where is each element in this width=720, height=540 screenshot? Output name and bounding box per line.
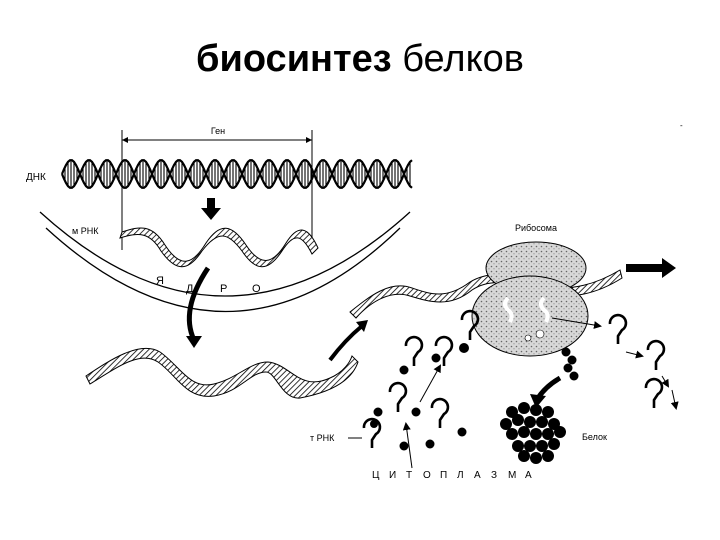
nucleus-membrane-inner [45, 227, 401, 313]
nucleus-label: Я Д Р О [156, 275, 261, 295]
protein-bead [542, 450, 554, 462]
protein-bead [530, 428, 542, 440]
peptide-chain [561, 347, 579, 381]
ribosome [471, 241, 589, 357]
protein-bead [548, 438, 560, 450]
protein-bead [524, 416, 536, 428]
amino-acids [370, 343, 469, 451]
gene-label: Ген [211, 126, 225, 136]
protein-bead [554, 426, 566, 438]
title-bold: биосинтез [196, 38, 392, 80]
corner-mark: - [680, 121, 683, 130]
protein-bead [536, 416, 548, 428]
protein-bead [512, 414, 524, 426]
trna-molecule [608, 313, 628, 344]
ribosome-direction-arrow [626, 258, 676, 278]
cytoplasm-letter: И [389, 470, 396, 481]
export-arrow [186, 266, 211, 342]
cytoplasm-letter: Л [457, 470, 464, 481]
trna-molecule [644, 377, 664, 408]
trna-molecule [362, 417, 382, 448]
nucleus-letter-1: Я [156, 275, 164, 287]
ribosome-label: Рибосома [515, 223, 557, 233]
trna-molecule [646, 339, 666, 370]
protein-bead [500, 418, 512, 430]
protein-bead [542, 406, 554, 418]
cytoplasm-letter: П [440, 470, 447, 481]
protein-bead [530, 452, 542, 464]
ribosome-large-subunit [471, 275, 589, 357]
trna-arrows [402, 317, 679, 469]
nucleus-letter-2: Д [186, 283, 194, 295]
cytoplasm-letter: О [423, 470, 431, 481]
nucleus-letter-4: О [252, 283, 261, 295]
protein-bead [524, 440, 536, 452]
protein-cluster [500, 402, 566, 464]
trna-molecule [430, 397, 450, 428]
nucleus-membrane [39, 211, 411, 297]
trna-molecule [460, 309, 480, 340]
protein-bead [542, 428, 554, 440]
cytoplasm-letter: А [474, 470, 481, 481]
cytoplasm-letter: А [525, 470, 532, 481]
cytoplasm-letter: Ц [372, 470, 380, 481]
mrna-strand-nucleus [119, 227, 319, 268]
protein-arrow [535, 375, 562, 400]
trna-molecules [362, 309, 666, 448]
mrna-strand-cytoplasm [85, 347, 359, 399]
protein-label: Белок [582, 432, 607, 442]
cytoplasm-letter: М [508, 470, 516, 481]
dna-label: ДНК [26, 172, 46, 183]
gene-bracket [121, 130, 313, 250]
dna-strand-1 [60, 159, 413, 189]
dna-strand-2 [60, 159, 413, 189]
protein-bead [518, 402, 530, 414]
trna-molecule [388, 381, 408, 412]
protein-bead [506, 428, 518, 440]
mrna-label: м РНК [72, 226, 99, 236]
trna-molecule [404, 335, 424, 366]
trna-label: т РНК [310, 433, 335, 443]
nucleus-letter-3: Р [220, 283, 227, 295]
protein-bead [530, 404, 542, 416]
protein-bead [512, 440, 524, 452]
slide-title: биосинтез белков [0, 38, 720, 81]
dna-helix [60, 159, 413, 189]
protein-bead [518, 450, 530, 462]
protein-bead [536, 440, 548, 452]
cytoplasm-letter: Т [406, 470, 412, 481]
trna-molecule [434, 335, 454, 366]
title-regular: белков [402, 38, 524, 80]
transcription-arrow [201, 198, 221, 220]
cytoplasm-letter: З [491, 470, 497, 481]
protein-bead [518, 426, 530, 438]
translocation-arrow [328, 324, 364, 362]
